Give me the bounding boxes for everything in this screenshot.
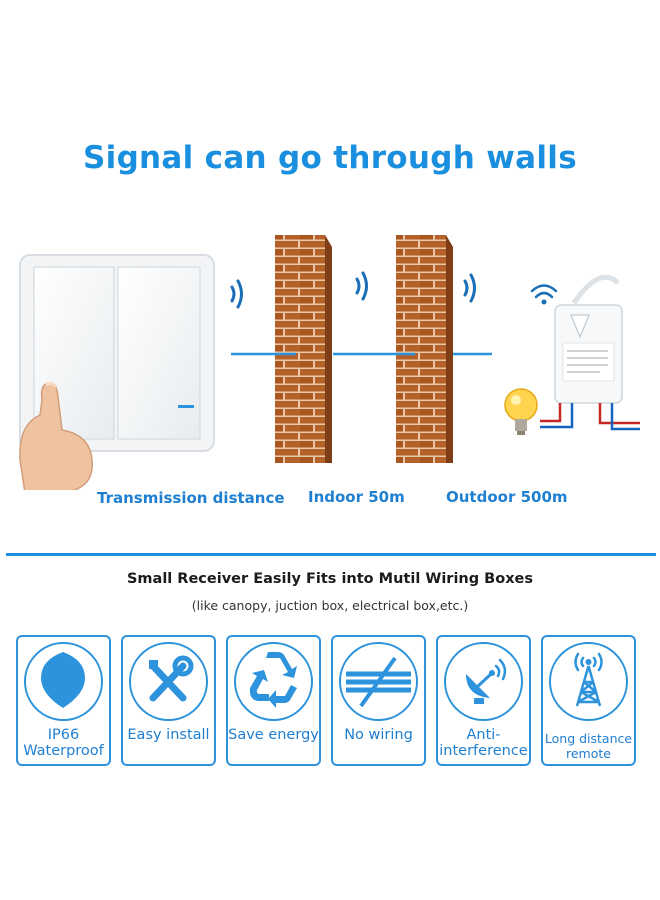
feature-card-anti-interference: Anti- interference [436, 635, 531, 766]
feature-label-line1: Easy install [127, 727, 210, 743]
feature-label: Save energy [228, 727, 319, 743]
feature-label-line2: Waterproof [23, 743, 104, 759]
feature-label: Long distance remote [543, 731, 634, 761]
wireless-receiver [530, 274, 640, 431]
feature-card-no-wiring: No wiring [331, 635, 426, 766]
feature-card-easy-install: Easy install [121, 635, 216, 766]
brick-wall-1 [275, 235, 332, 463]
water-drop-icon [41, 652, 85, 708]
pressing-finger [19, 381, 93, 490]
feature-label-line1: Save energy [228, 727, 319, 743]
brick-wall-2 [396, 235, 453, 463]
tools-icon [149, 655, 194, 702]
feature-card-save-energy: Save energy [226, 635, 321, 766]
signal-waves-icon [230, 279, 243, 309]
caption-transmission-distance: Transmission distance [97, 489, 285, 507]
signal-illustration [19, 235, 640, 490]
receiver-fit-note: (like canopy, juction box, electrical bo… [191, 598, 469, 613]
feature-label: IP66 Waterproof [18, 727, 109, 759]
headline: Signal can go through walls [83, 140, 577, 176]
feature-card-long-distance: Long distance remote [541, 635, 636, 766]
caption-outdoor-range: Outdoor 500m [446, 488, 568, 506]
receiver-fit-heading: Small Receiver Easily Fits into Mutil Wi… [126, 571, 534, 587]
feature-label-line2: remote [566, 746, 611, 761]
feature-card-waterproof: IP66 Waterproof [16, 635, 111, 766]
recycle-icon [249, 652, 297, 708]
signal-waves-icon [355, 271, 476, 303]
feature-label-line2: interference [439, 743, 528, 759]
feature-label: Easy install [123, 727, 214, 743]
feature-label-line1: Anti- [466, 727, 501, 743]
feature-label-line1: IP66 [47, 727, 80, 743]
antenna-tower-icon [574, 652, 603, 707]
satellite-dish-icon [466, 658, 507, 704]
feature-label: Anti- interference [438, 727, 529, 759]
feature-label-line1: Long distance [544, 731, 633, 746]
caption-indoor-range: Indoor 50m [308, 488, 405, 506]
no-wiring-icon [346, 656, 411, 708]
light-bulb-icon [504, 388, 538, 435]
section-divider [6, 553, 656, 556]
feature-label: No wiring [333, 727, 424, 743]
feature-label-line1: No wiring [344, 727, 413, 743]
wall-switch [19, 254, 215, 452]
